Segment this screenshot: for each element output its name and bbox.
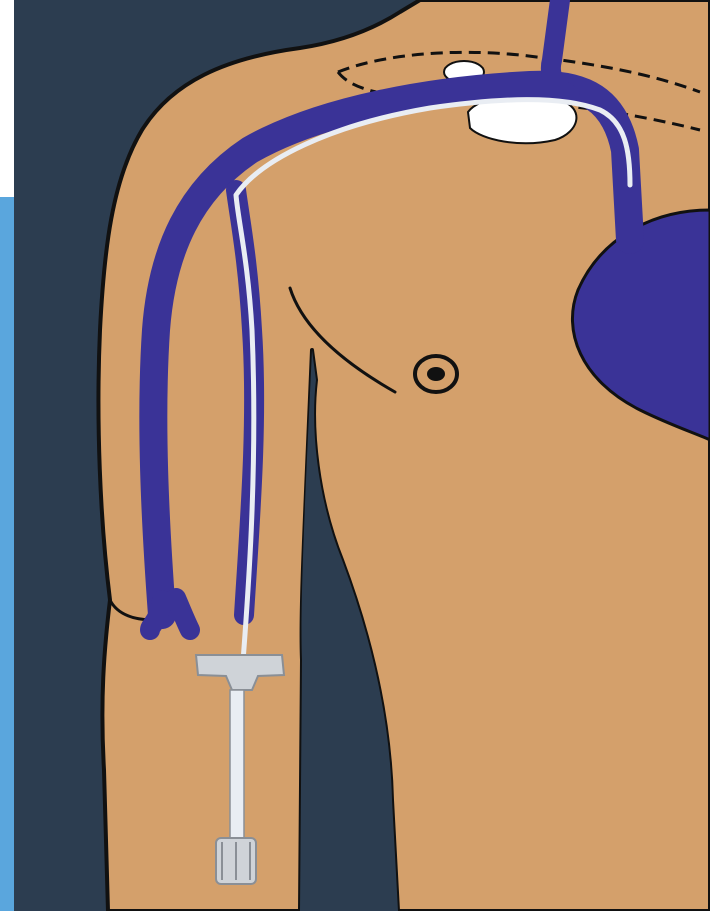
catheter-tube bbox=[230, 690, 244, 838]
nipple-inner bbox=[427, 367, 445, 381]
